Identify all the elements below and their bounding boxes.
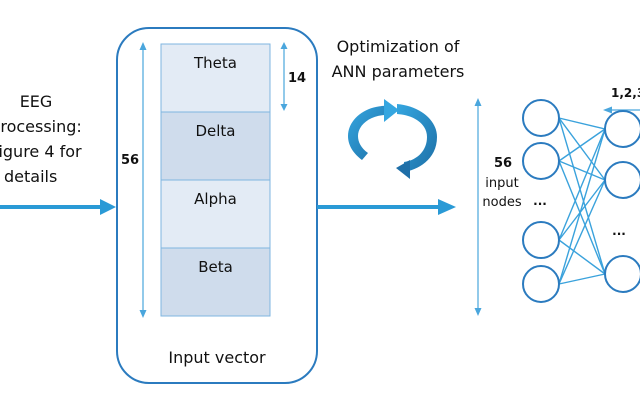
band-delta <box>160 111 271 181</box>
hidden-ellipsis: ... <box>612 224 626 238</box>
network-edge <box>558 117 606 181</box>
band-label-delta: Delta <box>195 122 235 140</box>
input-nodes-label-line: input <box>485 176 518 191</box>
arrow-up-icon <box>474 98 482 106</box>
input-node <box>522 265 560 303</box>
refresh-cycle-icon <box>348 99 437 179</box>
band-stack: Theta Delta Alpha Beta <box>160 43 271 317</box>
eeg-label-line: processing: <box>0 117 82 136</box>
total-count-label: 56 <box>121 153 139 168</box>
network-edge <box>558 160 606 275</box>
optimization-label-line: ANN parameters <box>332 62 465 81</box>
eeg-label-line: Figure 4 for <box>0 142 82 161</box>
band-label-theta: Theta <box>193 54 237 72</box>
network-edge <box>558 160 606 181</box>
output-arrow-head-icon <box>438 199 456 215</box>
input-vector-caption: Input vector <box>168 348 266 367</box>
eeg-label-line: EEG <box>20 92 53 111</box>
network-edge <box>558 273 606 285</box>
input-node <box>522 221 560 259</box>
hidden-layer-label: 1,2,3 <box>611 86 640 100</box>
arrow-left-icon <box>603 106 612 114</box>
arrow-up-icon <box>139 42 147 50</box>
band-beta <box>160 247 271 317</box>
network-edge <box>558 117 606 275</box>
input-node <box>522 142 560 180</box>
arrow-up-icon <box>280 42 288 49</box>
hidden-node <box>604 161 640 199</box>
optimization-label-line: Optimization of <box>337 37 460 56</box>
band-label-alpha: Alpha <box>194 190 237 208</box>
input-arrow-head-icon <box>100 199 116 215</box>
network-edge <box>558 179 606 241</box>
input-nodes-count: 56 <box>494 156 512 171</box>
input-nodes-label-line: nodes <box>482 195 521 210</box>
band-alpha <box>160 179 271 249</box>
arrow-down-icon <box>474 308 482 316</box>
network-edge <box>558 128 606 241</box>
network-edge <box>558 239 606 275</box>
network-nodes <box>522 99 640 303</box>
eeg-label-line: details <box>4 167 57 186</box>
network-edge <box>558 128 606 285</box>
eeg-processing-label: EEG processing: Figure 4 for details <box>0 92 82 186</box>
hidden-node <box>604 110 640 148</box>
input-node <box>522 99 560 137</box>
arrow-down-icon <box>280 104 288 111</box>
band-count-label: 14 <box>288 71 306 86</box>
network-edge <box>558 179 606 285</box>
hidden-node <box>604 255 640 293</box>
input-ellipsis: ... <box>533 194 547 208</box>
arrow-down-icon <box>139 310 147 318</box>
band-label-beta: Beta <box>198 258 233 276</box>
network-edges <box>558 117 606 285</box>
network-edge <box>558 117 606 130</box>
network-edge <box>558 128 606 162</box>
